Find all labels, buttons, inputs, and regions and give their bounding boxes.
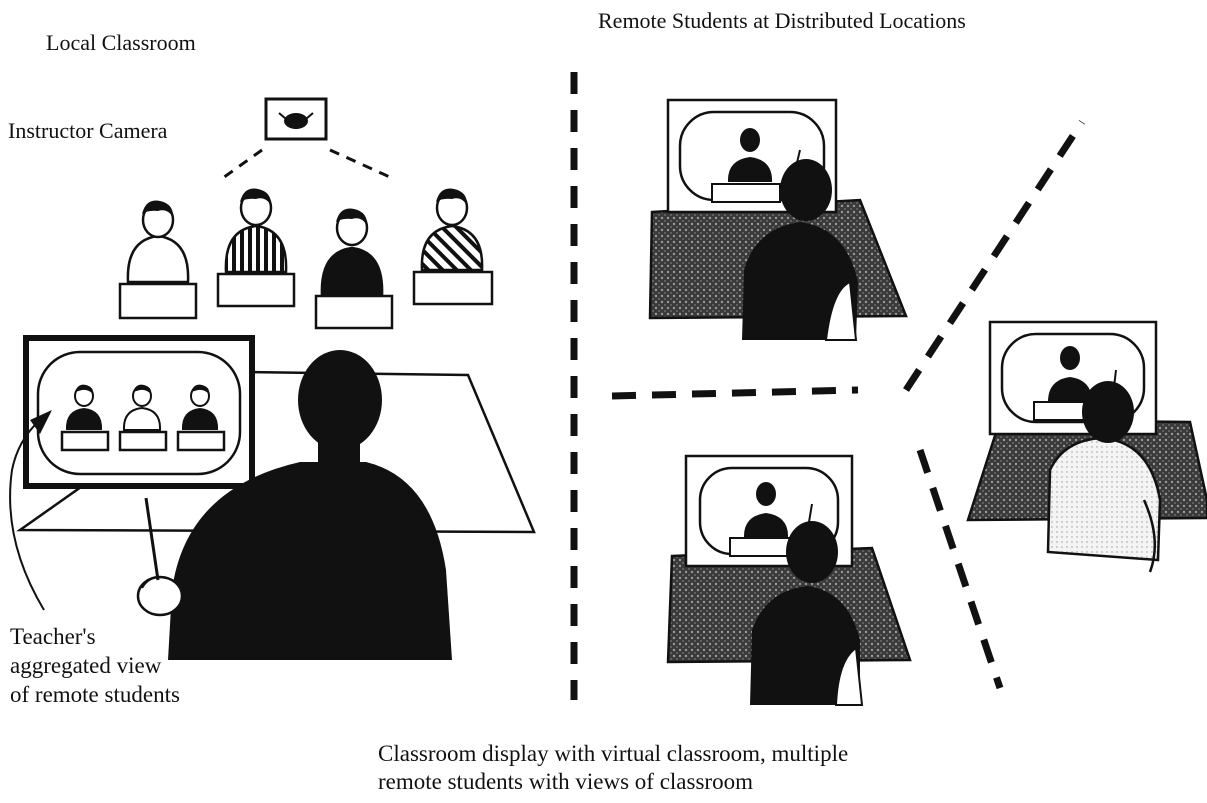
teacher-view-line-1: Teacher's <box>10 624 96 649</box>
teacher-display <box>23 335 255 489</box>
remote-station-right <box>966 320 1207 573</box>
dashed-line-upper-diagonal <box>903 120 1085 392</box>
caption-line-2: remote students with views of classroom <box>378 769 753 794</box>
teacher-figure <box>136 350 452 660</box>
teacher-view-line-2: aggregated view <box>10 653 162 678</box>
dashed-line-horizontal <box>611 386 859 400</box>
arrow-head-icon <box>30 410 52 434</box>
remote-station-top <box>648 98 908 341</box>
teacher-view-line-3: of remote students <box>10 682 180 707</box>
teacher-view-label: Teacher's aggregated view of remote stud… <box>10 622 180 709</box>
local-student-white <box>118 200 198 320</box>
remote-students-label: Remote Students at Distributed Locations <box>598 8 966 33</box>
pointer-arrow <box>9 419 45 611</box>
camera-icon <box>219 97 393 182</box>
local-student-dark <box>314 208 394 330</box>
remote-station-bottom <box>666 454 912 706</box>
instructor-camera-label: Instructor Camera <box>8 118 168 143</box>
local-student-striped <box>216 188 296 308</box>
caption-line-1: Classroom display with virtual classroom… <box>378 741 849 766</box>
caption: Classroom display with virtual classroom… <box>378 740 848 796</box>
local-classroom-label: Local Classroom <box>46 30 196 55</box>
dashed-line-lower-diagonal <box>916 448 1004 690</box>
local-student-diagonal <box>412 188 494 306</box>
